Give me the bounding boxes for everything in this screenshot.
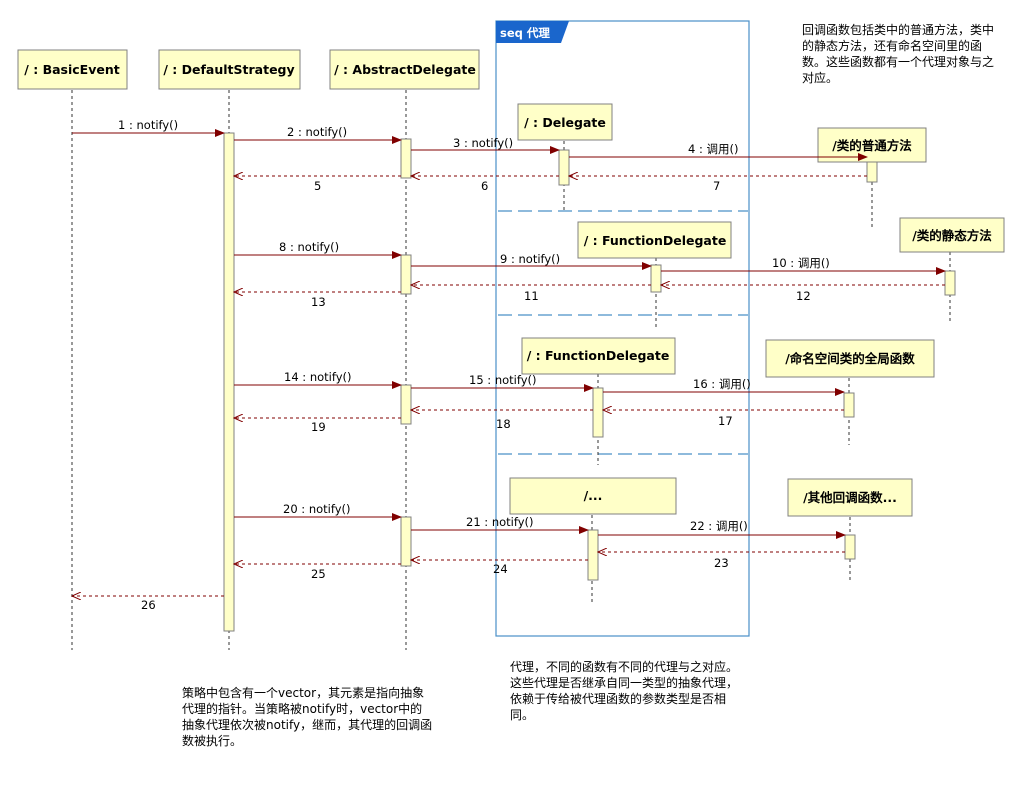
message-label: 5 (314, 179, 321, 193)
activation-bar (844, 534, 856, 560)
activation-bar (843, 392, 855, 418)
message-label: 4 : 调用() (688, 142, 738, 156)
participant-function-delegate-2: / : FunctionDelegate (521, 337, 676, 375)
activation-bar (400, 138, 412, 179)
call-messages (72, 129, 946, 539)
activation-bar (944, 270, 956, 296)
activation-bar (650, 264, 662, 293)
participant-member-method: /类的普通方法 (817, 127, 927, 163)
return-messages (72, 176, 945, 596)
message-label: 22 : 调用() (690, 519, 748, 533)
participant-label: / : Delegate (524, 115, 606, 130)
participant-other-delegate: /... (509, 477, 677, 515)
message-label: 1 : notify() (118, 118, 178, 132)
seq-frame-border (495, 20, 750, 637)
note-top-right: 回调函数包括类中的普通方法，类中的静态方法，还有命名空间里的函数。这些函数都有一… (802, 23, 995, 85)
participant-label: / : DefaultStrategy (163, 62, 294, 77)
message-label: 21 : notify() (466, 515, 533, 529)
participant-box (17, 49, 128, 90)
message-label: 13 (311, 295, 326, 309)
activations (223, 132, 956, 632)
participant-label: /类的静态方法 (912, 228, 992, 243)
message-label: 10 : 调用() (772, 256, 830, 270)
participant-label: / : FunctionDelegate (584, 233, 727, 248)
participant-other-callbacks: /其他回调函数... (787, 478, 913, 517)
message-label: 26 (141, 598, 156, 612)
participant-default-strategy: / : DefaultStrategy (158, 49, 301, 90)
participant-label: / : AbstractDelegate (334, 62, 476, 77)
message-label: 7 (713, 179, 720, 193)
participant-box (817, 127, 927, 163)
participant-label: / : FunctionDelegate (527, 348, 670, 363)
message-label: 2 : notify() (287, 125, 347, 139)
message-label: 24 (493, 562, 508, 576)
activation-bar (558, 149, 570, 186)
participant-global-function: /命名空间类的全局函数 (765, 339, 935, 378)
activation-bar (592, 387, 604, 438)
message-label: 11 (524, 289, 539, 303)
participant-label: /... (584, 488, 603, 503)
participant-box (765, 339, 935, 378)
participant-label: / : BasicEvent (24, 62, 119, 77)
message-label: 18 (496, 417, 511, 431)
message-label: 8 : notify() (279, 240, 339, 254)
message-labels: 1 : notify() 2 : notify() 3 : notify() 4… (118, 118, 830, 612)
participant-box (899, 217, 1005, 253)
note-bottom-middle: 代理，不同的函数有不同的代理与之对应。这些代理是否继承自同一类型的抽象代理，依赖… (510, 660, 739, 722)
message-label: 25 (311, 567, 326, 581)
seq-frame-tab (496, 21, 569, 43)
activation-bar (400, 254, 412, 295)
note-bottom-left: 策略中包含有一个vector，其元素是指向抽象代理的指针。当策略被notify时… (182, 686, 433, 748)
message-label: 17 (718, 414, 733, 428)
participant-box (517, 103, 613, 141)
participant-box (509, 477, 677, 515)
participant-abstract-delegate: / : AbstractDelegate (329, 49, 480, 90)
participant-label: /类的普通方法 (832, 138, 912, 153)
participant-box (577, 221, 732, 259)
message-label: 23 (714, 556, 729, 570)
message-label: 9 : notify() (500, 252, 560, 266)
activation-bar (400, 384, 412, 425)
activation-bar (223, 132, 235, 632)
participant-delegate: / : Delegate (517, 103, 613, 141)
participant-box (787, 478, 913, 517)
message-label: 6 (481, 179, 488, 193)
participant-label: /其他回调函数... (803, 490, 897, 505)
activation-bar (400, 516, 412, 567)
participant-box (329, 49, 480, 90)
participant-box (521, 337, 676, 375)
participant-function-delegate-1: / : FunctionDelegate (577, 221, 732, 259)
seq-frame: seq 代理 (495, 20, 750, 637)
participant-box (158, 49, 301, 90)
participant-label: /命名空间类的全局函数 (785, 351, 915, 366)
participants: / : BasicEvent / : DefaultStrategy / : A… (17, 49, 1005, 517)
message-label: 16 : 调用() (693, 377, 751, 391)
message-label: 15 : notify() (469, 373, 536, 387)
seq-frame-label: seq 代理 (500, 26, 550, 40)
message-label: 14 : notify() (284, 370, 351, 384)
message-label: 19 (311, 420, 326, 434)
message-label: 12 (796, 289, 811, 303)
participant-basic-event: / : BasicEvent (17, 49, 128, 90)
participant-static-method: /类的静态方法 (899, 217, 1005, 253)
message-label: 3 : notify() (453, 136, 513, 150)
message-label: 20 : notify() (283, 502, 350, 516)
activation-bar (587, 529, 599, 581)
